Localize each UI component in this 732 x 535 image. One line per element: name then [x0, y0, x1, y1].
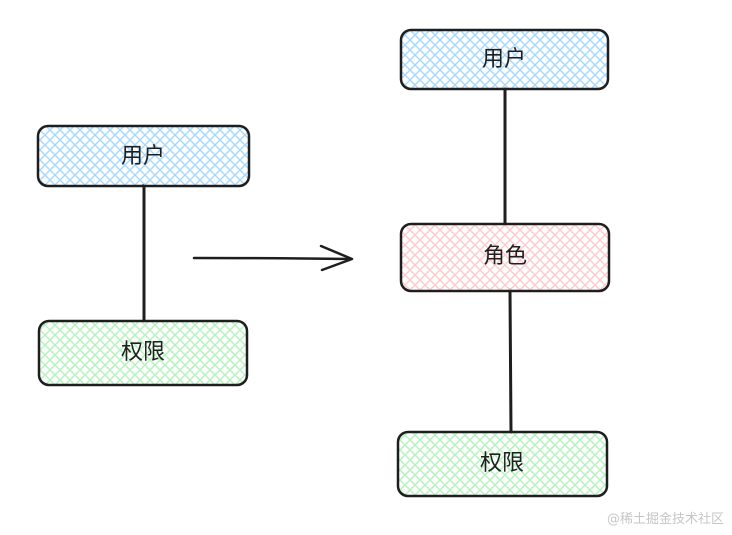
after-role-node: 角色 — [399, 222, 611, 293]
before-user-node: 用户 — [36, 124, 251, 188]
transition-arrow — [192, 244, 354, 272]
after-user-node: 用户 — [399, 28, 610, 91]
after-permission-node: 权限 — [396, 430, 609, 498]
after-user-label: 用户 — [482, 47, 526, 72]
after-permission-label: 权限 — [480, 451, 524, 476]
before-user-label: 用户 — [121, 144, 165, 169]
before-permission-node: 权限 — [37, 319, 249, 387]
after-role-permission-line — [508, 288, 513, 434]
before-permission-label: 权限 — [121, 340, 165, 365]
after-role-label: 角色 — [483, 244, 527, 269]
watermark-text: @稀土掘金技术社区 — [606, 512, 724, 527]
